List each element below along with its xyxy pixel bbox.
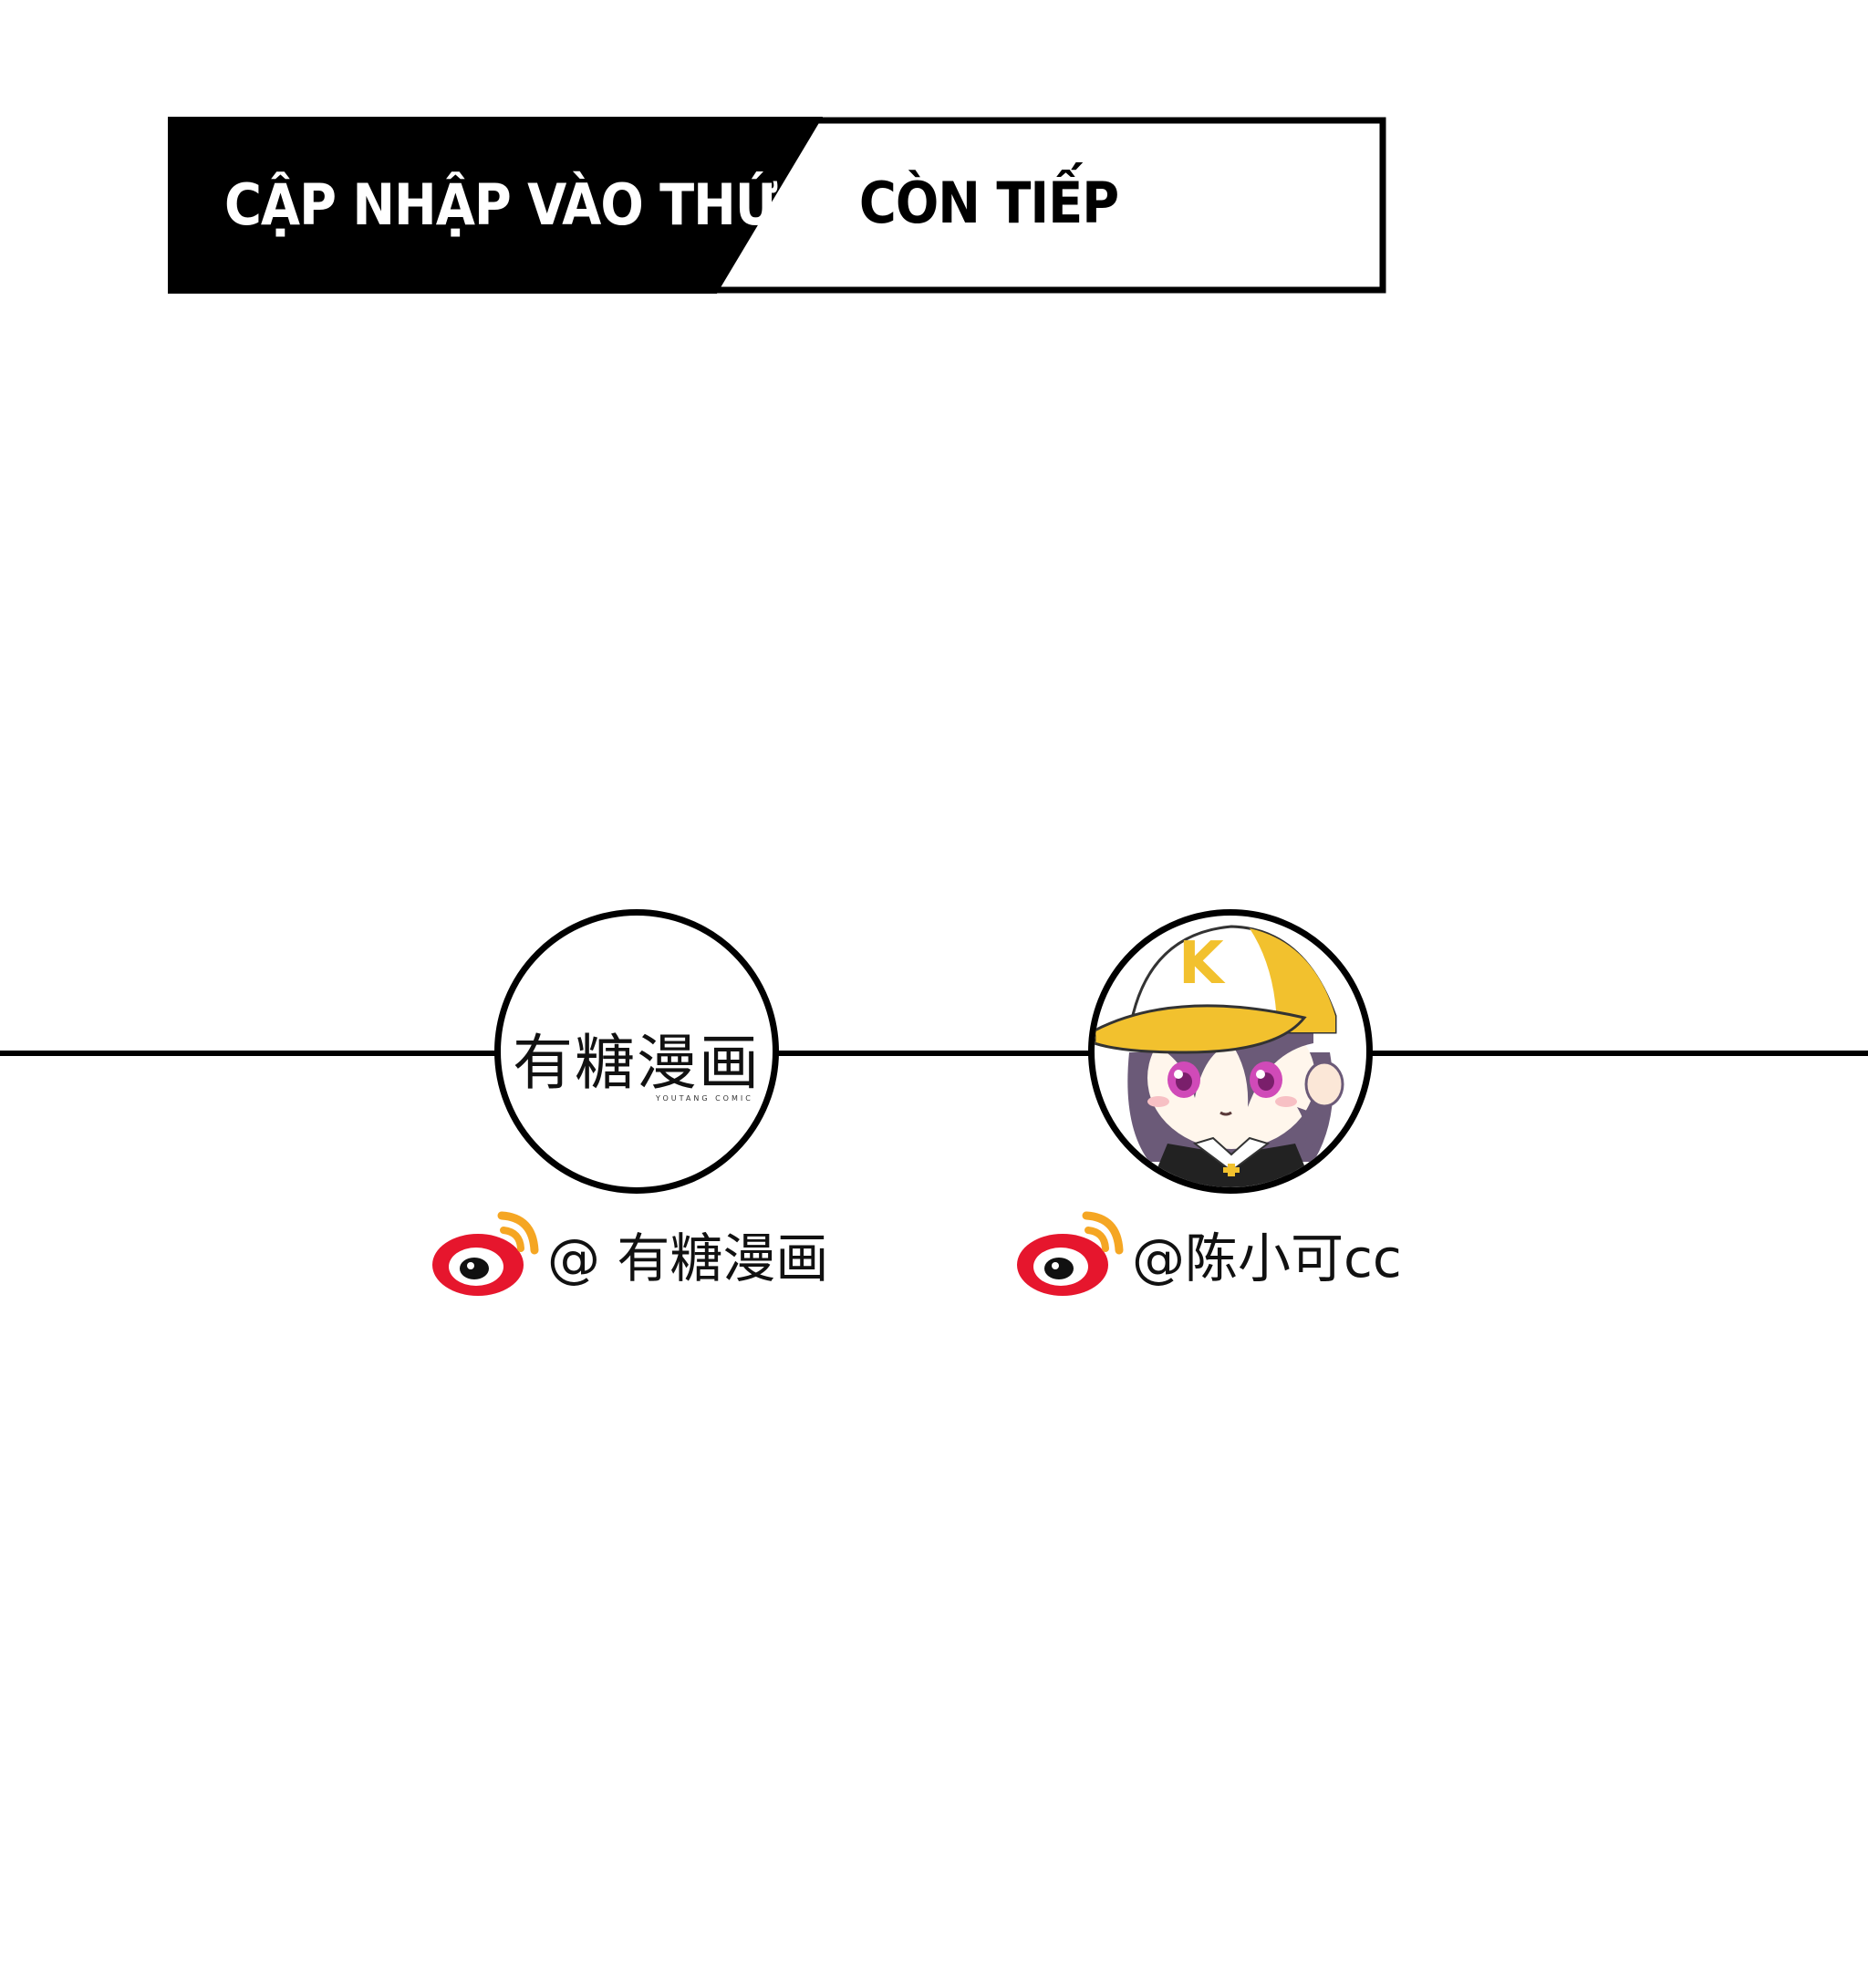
to-be-continued-label: CÒN TIẾP (858, 170, 1119, 236)
update-schedule-label: CẬP NHẬP VÀO THỨ 6 (224, 171, 829, 238)
banner-frame (168, 117, 1386, 294)
author-weibo-handle: @陈小可cc (1132, 1227, 1402, 1289)
author-weibo-caption: @陈小可cc (1015, 1208, 1402, 1299)
publisher-weibo-handle: @ 有糖漫画 (547, 1227, 829, 1289)
update-banner: CẬP NHẬP VÀO THỨ 6 CÒN TIẾP (168, 117, 1386, 294)
timeline-divider (0, 1051, 1868, 1056)
author-avatar: K (1088, 909, 1373, 1194)
publisher-logo-subtext: YOUTANG COMIC (656, 1094, 753, 1103)
chibi-character-icon (1095, 925, 1344, 1187)
publisher-logo-text: 有糖漫画 (513, 1028, 761, 1098)
cap-letter: K (1178, 930, 1224, 998)
publisher-logo-avatar: 有糖漫画 YOUTANG COMIC (494, 909, 779, 1194)
weibo-icon (432, 1211, 539, 1296)
publisher-weibo-caption: @ 有糖漫画 (431, 1208, 828, 1299)
weibo-icon (1017, 1211, 1124, 1296)
